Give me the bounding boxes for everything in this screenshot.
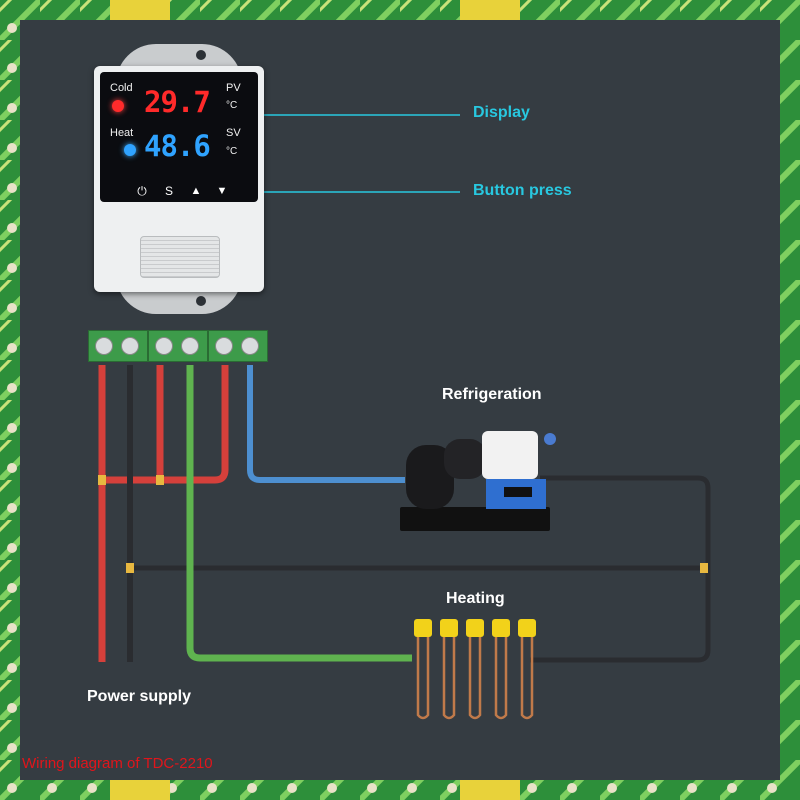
diagram-caption: Wiring diagram of TDC-2210: [22, 755, 213, 772]
red-wire-bridge: [102, 365, 229, 484]
terminal-screw: [155, 337, 173, 355]
vent-cover: [140, 236, 220, 278]
cold-led-icon: [112, 100, 124, 112]
cold-label: Cold: [110, 82, 133, 94]
terminal-screw: [241, 337, 259, 355]
sv-unit: °C: [226, 146, 238, 157]
junction-2: [156, 475, 164, 485]
junction-1: [98, 475, 106, 485]
mount-hole-top: [196, 50, 206, 60]
set-icon[interactable]: S: [164, 184, 173, 198]
pv-unit: °C: [226, 100, 238, 111]
down-arrow-icon[interactable]: ▼: [216, 185, 228, 197]
display-annotation: Display: [473, 104, 530, 121]
terminal-block-heat: [148, 330, 208, 362]
pv-label: PV: [226, 82, 241, 94]
sv-reading: 48.6: [144, 129, 211, 163]
power-supply-label: Power supply: [87, 688, 192, 705]
refrigeration-unit-image: [400, 431, 556, 531]
lcd-display: Cold 29.7 PV °C Heat 48.6 SV °C ⏻ S ▲ ▼: [100, 72, 258, 202]
refrigeration-label: Refrigeration: [442, 386, 542, 403]
pv-reading: 29.7: [144, 85, 211, 119]
sv-label: SV: [226, 127, 241, 139]
heat-led-icon: [124, 144, 136, 156]
junction-3: [126, 563, 134, 573]
thermostat-controller: Cold 29.7 PV °C Heat 48.6 SV °C ⏻ S ▲ ▼: [94, 44, 264, 314]
green-wire-heat: [186, 365, 412, 662]
terminal-block-power: [88, 330, 148, 362]
terminal-screw: [95, 337, 113, 355]
diagram-panel: Cold 29.7 PV °C Heat 48.6 SV °C ⏻ S ▲ ▼: [20, 20, 780, 780]
terminal-screw: [215, 337, 233, 355]
terminal-screw: [121, 337, 139, 355]
controller-body: Cold 29.7 PV °C Heat 48.6 SV °C ⏻ S ▲ ▼: [94, 66, 264, 292]
junction-4: [700, 563, 708, 573]
blue-wire-cold: [247, 365, 405, 483]
button-press-annotation: Button press: [473, 182, 572, 199]
mount-hole-bottom: [196, 296, 206, 306]
heating-label: Heating: [446, 590, 505, 607]
heat-label: Heat: [110, 127, 134, 139]
heating-elements-image: [414, 619, 536, 720]
power-icon[interactable]: ⏻: [137, 184, 147, 198]
terminal-block-cold: [208, 330, 268, 362]
up-arrow-icon[interactable]: ▲: [190, 185, 202, 197]
terminal-screw: [181, 337, 199, 355]
